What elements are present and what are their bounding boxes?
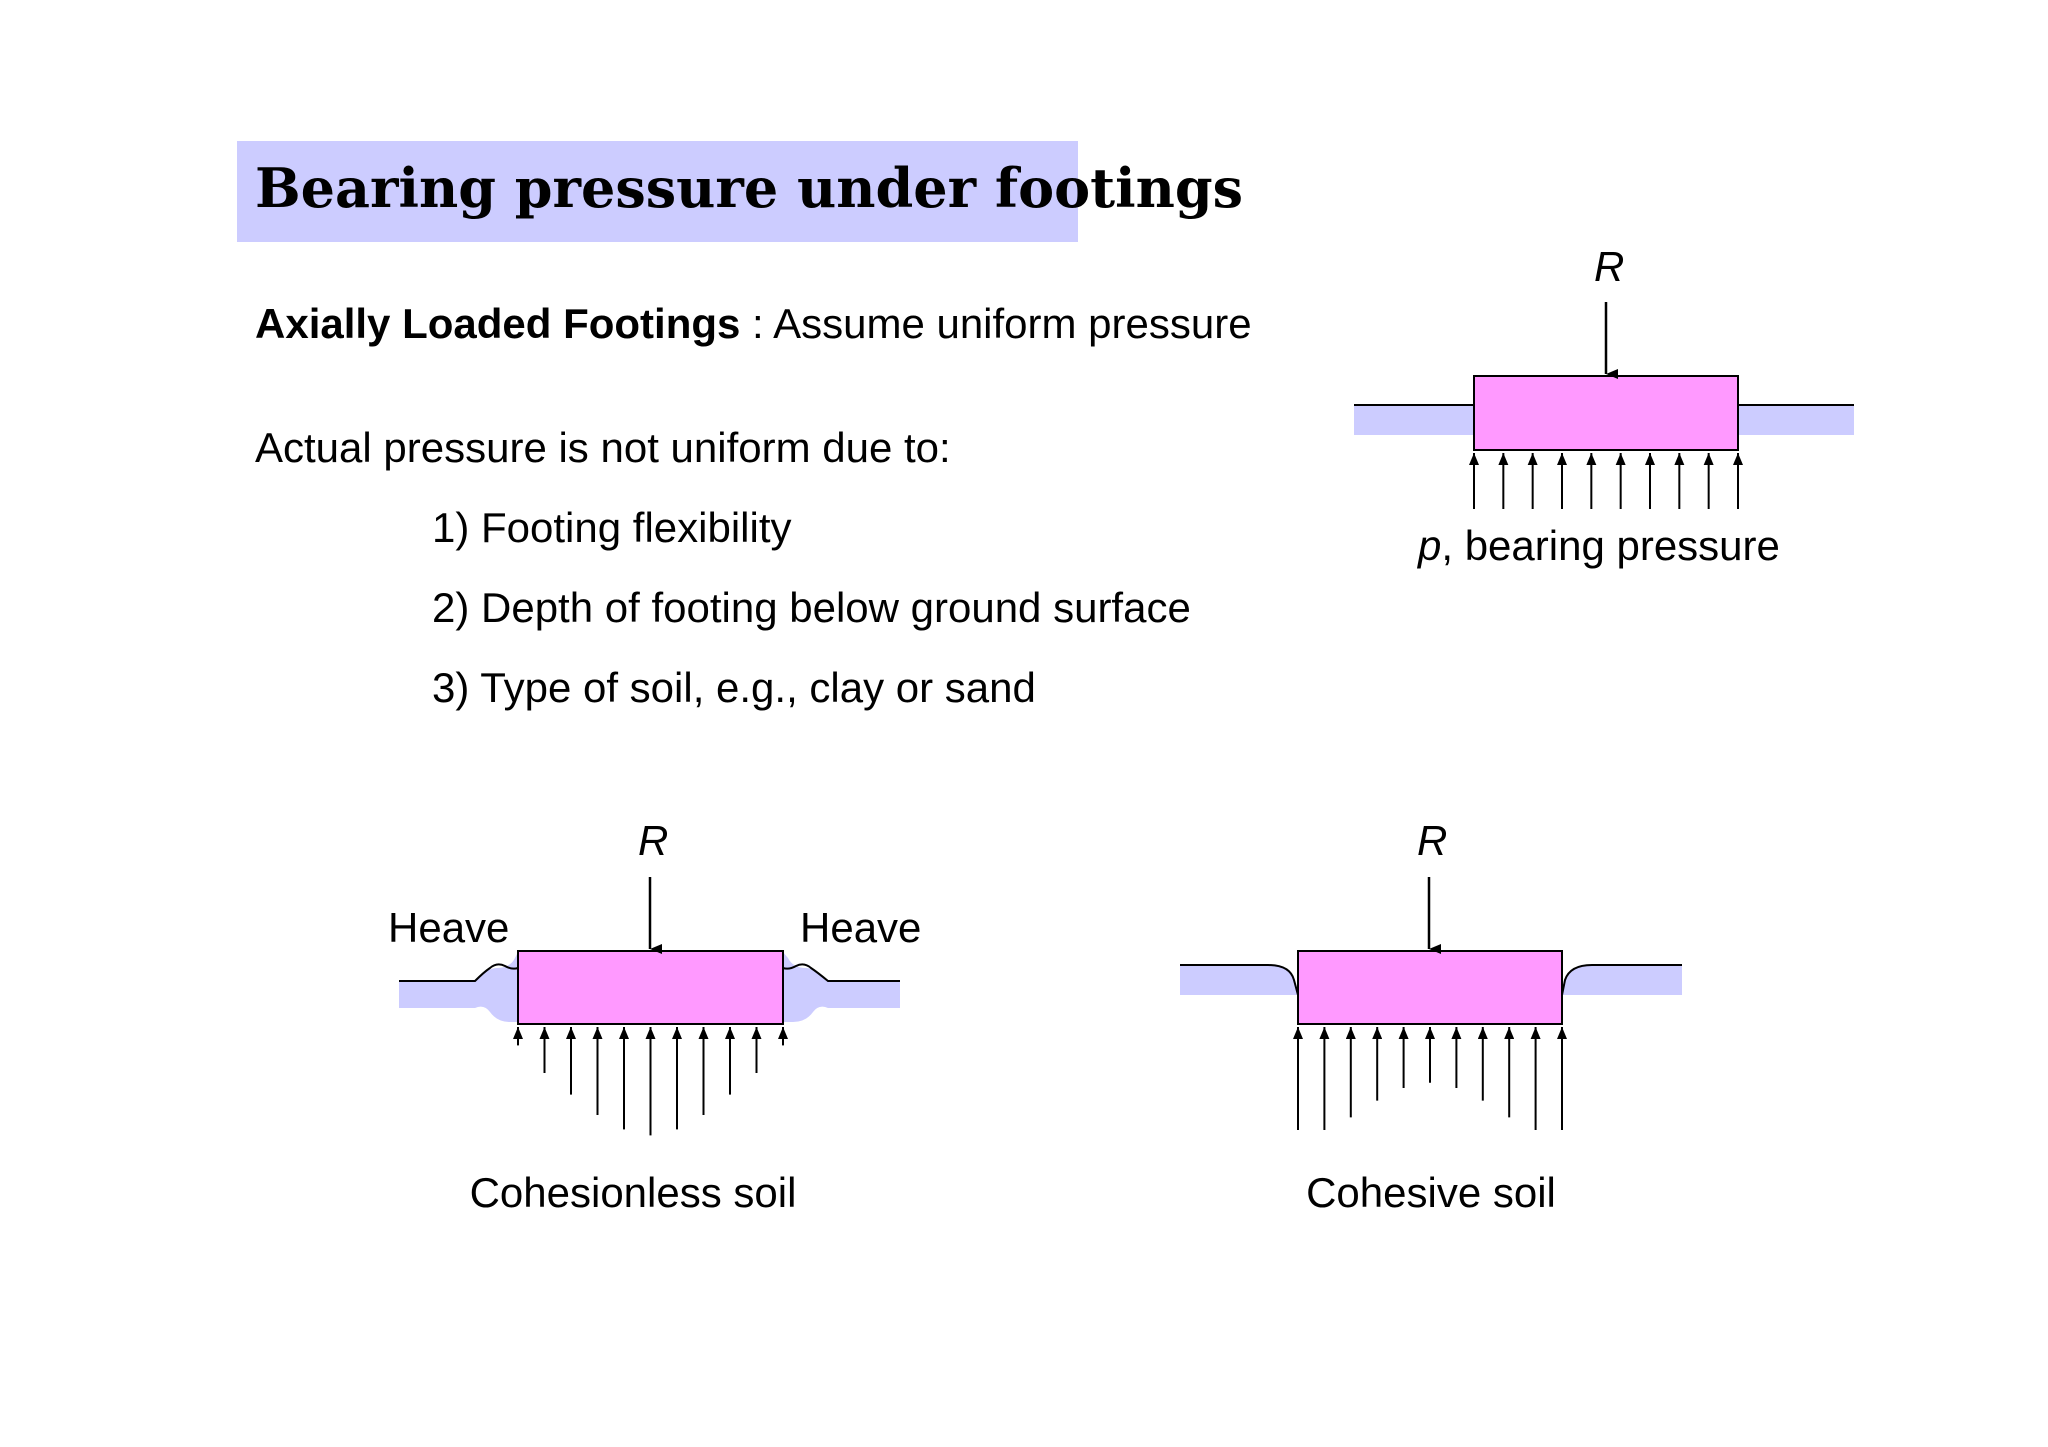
soil-right <box>1562 965 1682 995</box>
heave-label-left: Heave <box>388 904 509 951</box>
pressure-symbol: p <box>1416 522 1441 569</box>
load-label: R <box>1417 817 1447 864</box>
load-label: R <box>638 817 668 864</box>
reason-item-3: 3) Type of soil, e.g., clay or sand <box>432 664 1036 711</box>
pressure-arrows <box>1469 453 1743 509</box>
axial-heading: Axially Loaded Footings <box>255 300 741 347</box>
pressure-text: , bearing pressure <box>1441 522 1780 569</box>
uniform-pressure-diagram: R p, bearing pressure <box>1354 243 1854 569</box>
pressure-arrows <box>1293 1027 1567 1130</box>
soil-right <box>1738 405 1854 435</box>
caption: Cohesionless soil <box>470 1169 797 1216</box>
soil-left <box>1354 405 1488 435</box>
load-label: R <box>1594 243 1624 290</box>
ground-line-left <box>1180 964 1299 996</box>
caption: Cohesive soil <box>1306 1169 1556 1216</box>
soil-left <box>399 952 518 1022</box>
soil-left <box>1180 965 1298 995</box>
footing-block <box>1297 950 1563 1025</box>
heave-line-left <box>399 963 519 982</box>
reason-item-2: 2) Depth of footing below ground surface <box>432 584 1191 631</box>
reason-item-1: 1) Footing flexibility <box>432 504 792 551</box>
footing-block <box>1473 375 1739 451</box>
cohesive-diagram: R Cohesive soil <box>1180 817 1682 1216</box>
title-banner <box>237 141 1078 242</box>
heave-line-right <box>782 963 900 982</box>
soil-right <box>783 952 900 1022</box>
ground-line-right <box>1561 964 1682 996</box>
pressure-arrows <box>513 1027 788 1136</box>
heave-label-right: Heave <box>800 904 921 951</box>
footing-block <box>517 950 784 1025</box>
actual-pressure-intro: Actual pressure is not uniform due to: <box>255 424 951 471</box>
pressure-label: p, bearing pressure <box>1416 522 1780 569</box>
axial-line: Axially Loaded Footings : Assume uniform… <box>255 298 1252 350</box>
slide-title: Bearing pressure under footings <box>255 156 1244 220</box>
cohesionless-diagram: R Heave Heave Cohesionless soil <box>388 817 921 1216</box>
axial-assumption: : Assume uniform pressure <box>740 300 1252 347</box>
